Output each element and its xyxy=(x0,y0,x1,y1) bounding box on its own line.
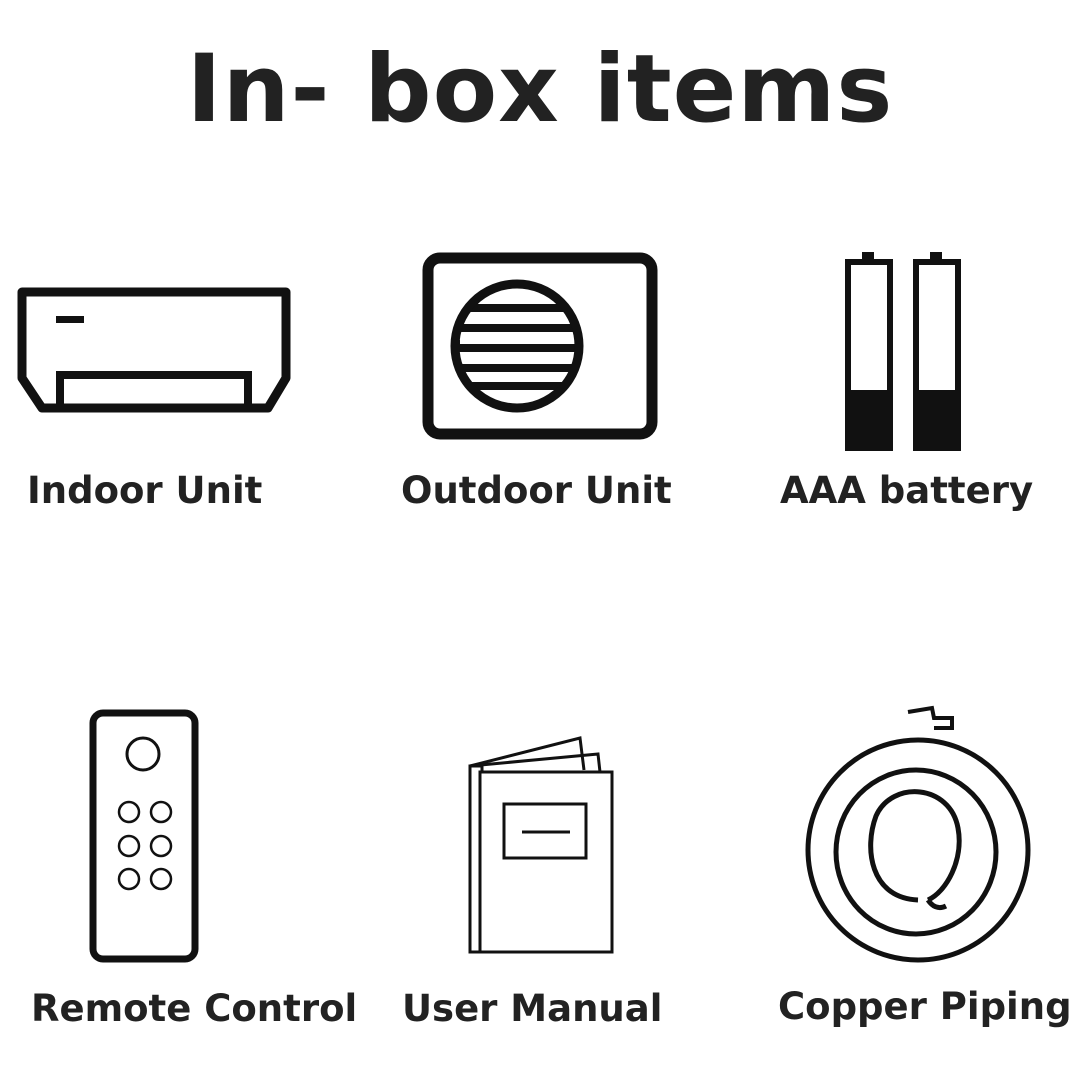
item-label-user-manual: User Manual xyxy=(402,987,663,1030)
page-title: In- box items xyxy=(186,35,894,144)
outdoor-unit-icon xyxy=(422,252,658,440)
indoor-unit-icon xyxy=(17,287,291,413)
battery-icon xyxy=(845,252,961,451)
item-label-indoor-unit: Indoor Unit xyxy=(27,469,263,512)
item-label-copper-piping: Copper Piping xyxy=(778,985,1072,1028)
remote-control-icon xyxy=(89,709,199,963)
item-label-aaa-battery: AAA battery xyxy=(780,469,1034,512)
item-label-outdoor-unit: Outdoor Unit xyxy=(401,469,672,512)
item-label-remote-control: Remote Control xyxy=(31,987,358,1030)
user-manual-icon xyxy=(468,736,614,954)
copper-piping-icon xyxy=(805,705,1031,963)
